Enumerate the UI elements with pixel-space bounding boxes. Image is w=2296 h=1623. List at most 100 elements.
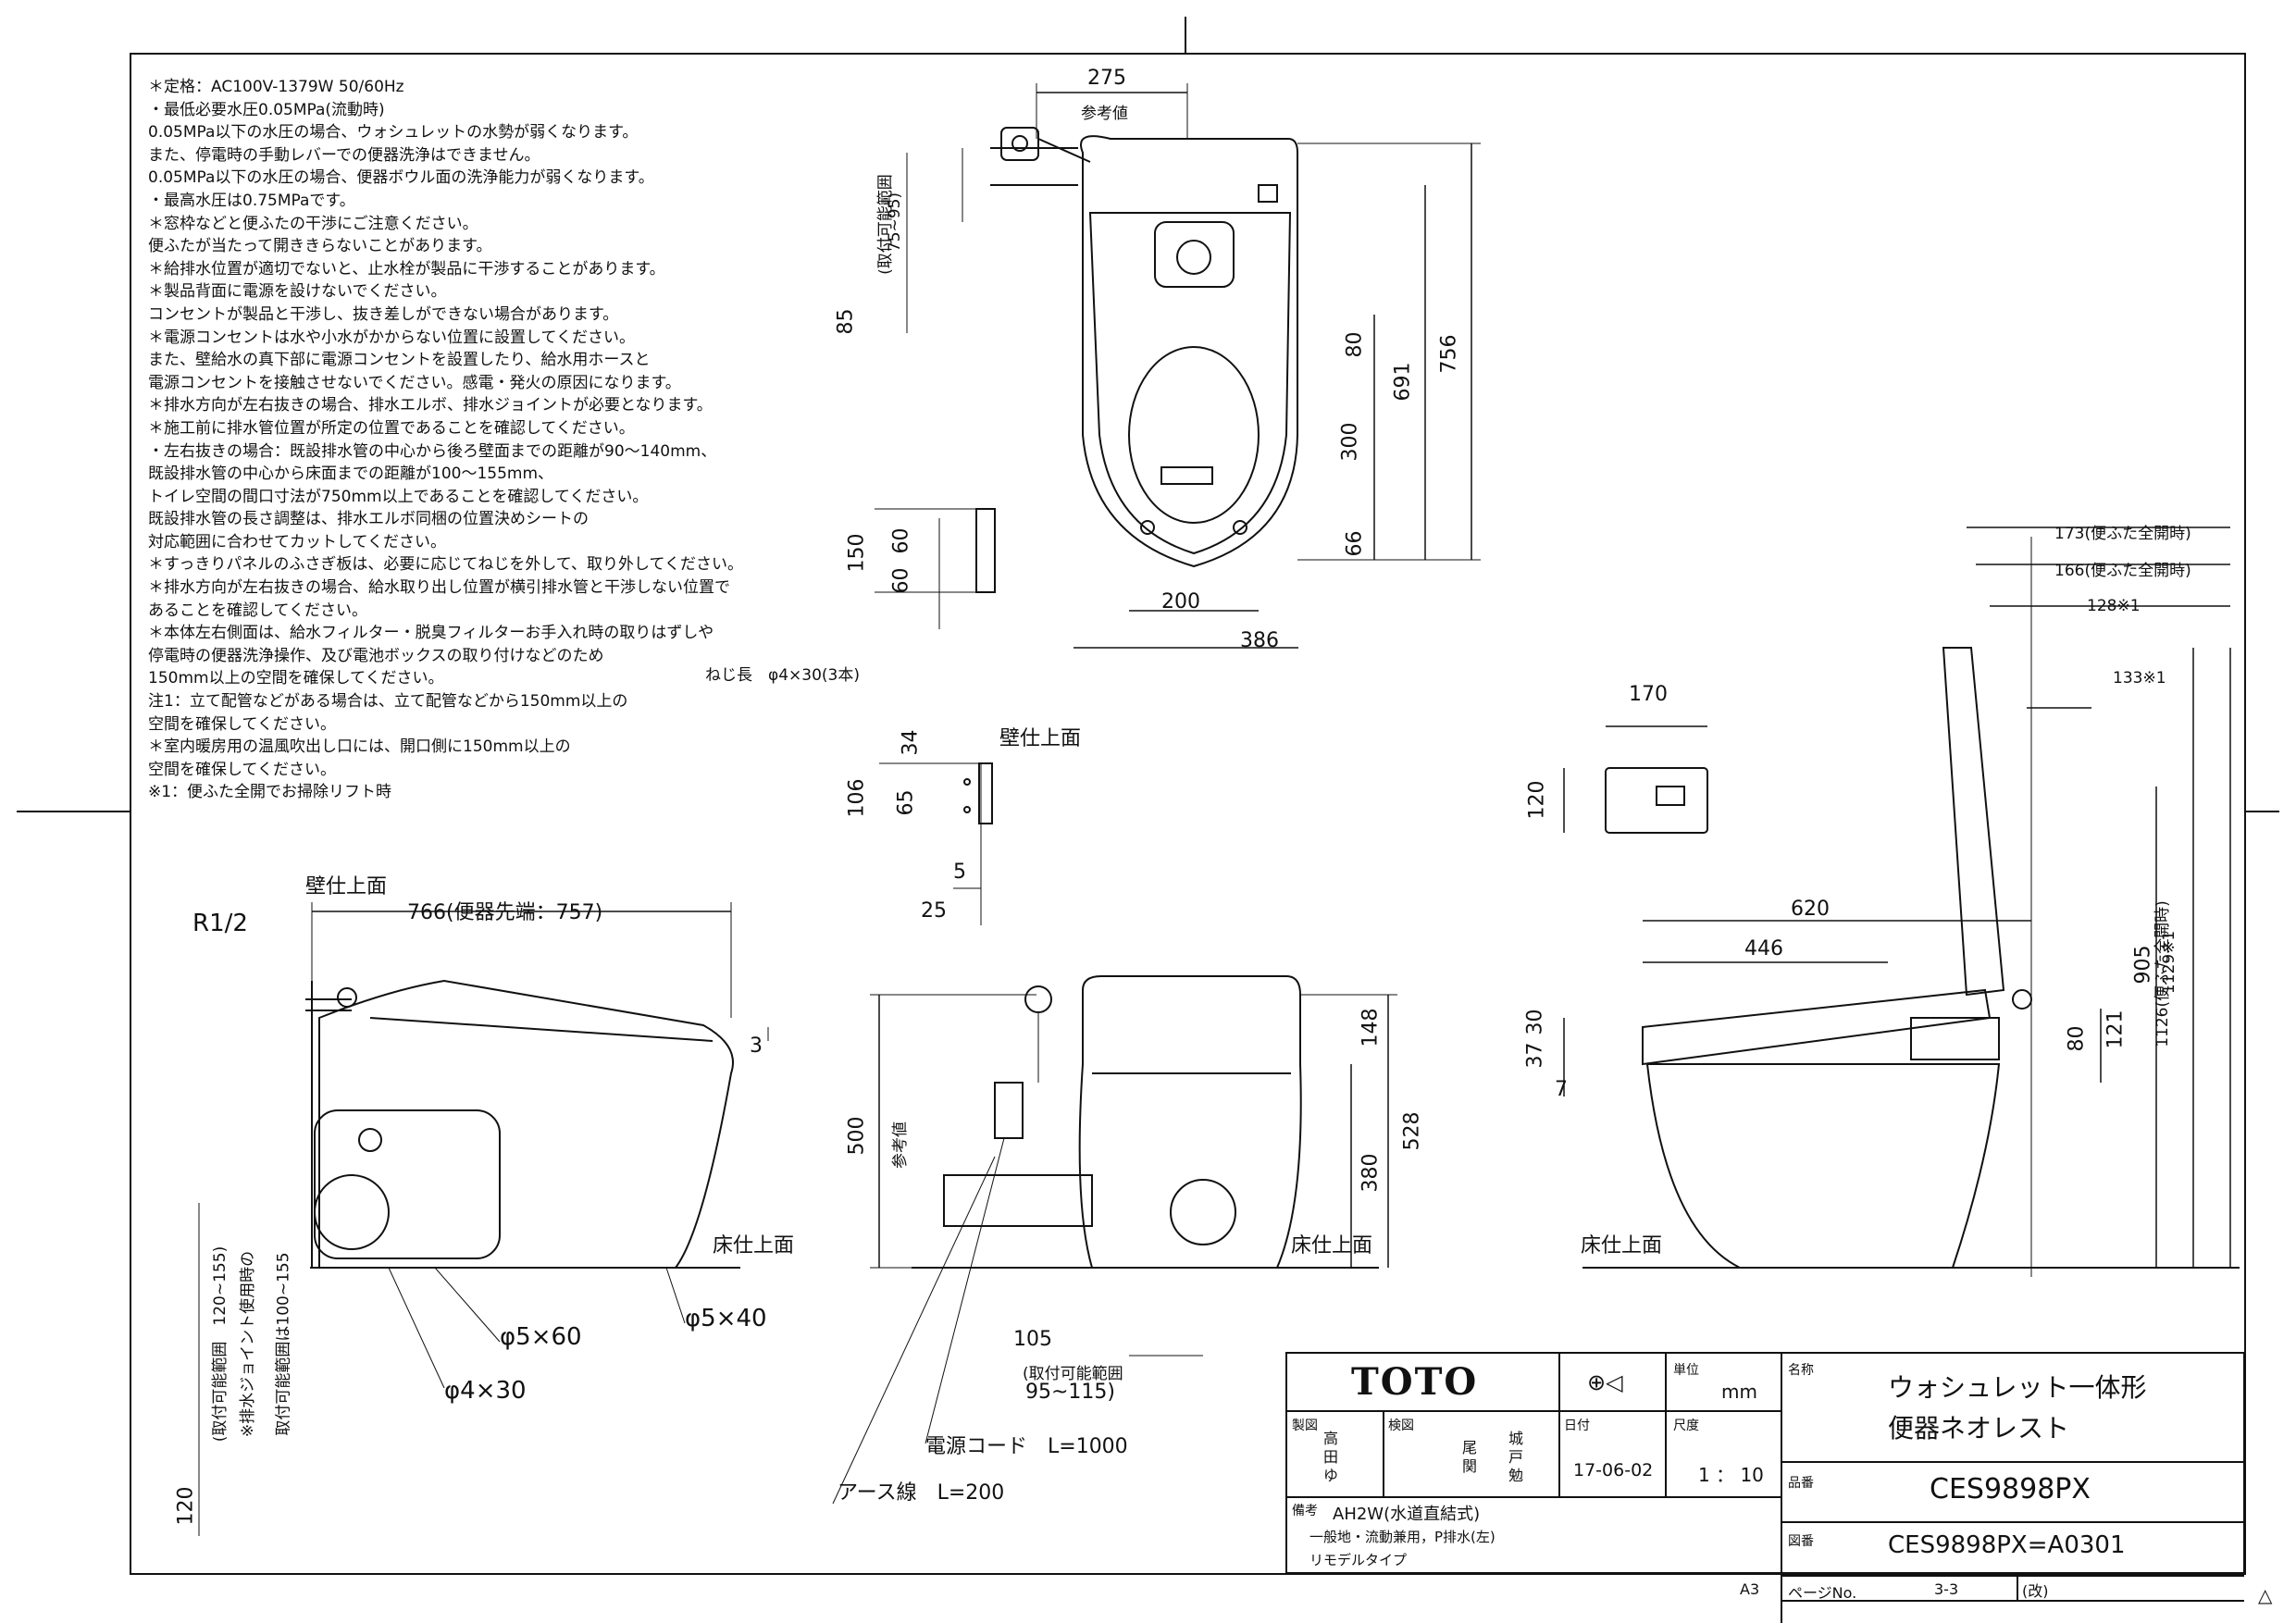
date-value: 17-06-02 xyxy=(1573,1460,1654,1481)
floor-label-left: 床仕上面 xyxy=(713,1234,795,1258)
dim-34: 34 xyxy=(899,729,923,756)
remarks-line2: 一般地・流動兼用，P排水(左) xyxy=(1309,1529,1496,1545)
dim-691: 691 xyxy=(1391,362,1415,402)
projection-symbol-icon: ⊕◁ xyxy=(1587,1369,1623,1395)
wall-plate-top xyxy=(875,508,996,925)
note-line: ＊排水方向が左右抜きの場合、排水エルボ、排水ジョイントが必要となります。 xyxy=(148,396,713,415)
joint-note: ※排水ジョイント使用時の xyxy=(239,1250,258,1438)
note-line: 既設排水管の長さ調整は、排水エルボ同梱の位置決めシートの xyxy=(148,510,589,529)
earth-wire-label: アース線 L=200 xyxy=(838,1481,1005,1505)
drawn-names: 高 田 ゆ xyxy=(1323,1430,1339,1484)
note-line: 既設排水管の中心から床面までの距離が100～155mm、 xyxy=(148,465,554,484)
note-line: トイレ空間の間口寸法が750mm以上であることを確認してください。 xyxy=(148,487,649,506)
page-label: ページNo. xyxy=(1788,1584,1857,1602)
check-names-1: 尾 関 xyxy=(1462,1439,1478,1475)
dim-170: 170 xyxy=(1629,683,1668,706)
dim-766: 766(便器先端：757) xyxy=(407,901,603,924)
part-label: 品番 xyxy=(1788,1476,1814,1491)
remarks-line1: AH2W(水道直結式) xyxy=(1333,1505,1481,1524)
note-line: ＊排水方向が左右抜きの場合、給水取り出し位置が横引排水管と干渉しない位置で xyxy=(148,578,730,598)
unit-label: 単位 xyxy=(1673,1363,1699,1378)
ref-value-label: 参考値 xyxy=(1081,105,1128,123)
note-line: 空間を確保してください。 xyxy=(148,760,336,779)
r12-label: R1/2 xyxy=(192,910,248,937)
front-view xyxy=(832,975,1397,1505)
dim-85: 85 xyxy=(834,308,858,335)
note-line: ＊定格：AC100V-1379W 50/60Hz xyxy=(148,78,404,96)
drawing-label: 図番 xyxy=(1788,1534,1814,1549)
dim-66: 66 xyxy=(1343,530,1367,557)
note-line: 対応範囲に合わせてカットしてください。 xyxy=(148,532,446,551)
dim-105: 105 xyxy=(1013,1328,1052,1351)
name-line1: ウォシュレット一体形 xyxy=(1888,1372,2147,1403)
dim-30: 30 xyxy=(1523,1009,1547,1035)
note-line: ＊窓枠などと便ふたの干渉にご注意ください。 xyxy=(148,214,478,233)
note-line: ＊施工前に排水管位置が所定の位置であることを確認してください。 xyxy=(148,418,635,438)
range-120-155: (取付可能範囲 120~155) xyxy=(211,1245,230,1443)
notes-block: ＊定格：AC100V-1379W 50/60Hz ・最低必要水圧0.05MPa(流… xyxy=(148,76,743,804)
check-names-2: 城 戸 勉 xyxy=(1508,1430,1524,1484)
drawn-label: 製図 xyxy=(1292,1419,1318,1433)
right-side-view xyxy=(1563,527,2240,1277)
dim-528: 528 xyxy=(1400,1111,1424,1151)
note-line: 電源コンセントを接触させないでください。感電・発火の原因になります。 xyxy=(148,373,681,392)
left-side-view xyxy=(198,902,769,1536)
dim-166: 166(便ふた全開時) xyxy=(2054,562,2191,580)
scale-label: 尺度 xyxy=(1673,1419,1699,1433)
page-value: 3-3 xyxy=(1934,1580,1959,1598)
note-line: あることを確認してください。 xyxy=(148,601,367,620)
note-line: ＊すっきりパネルのふさぎ板は、必要に応じてねじを外して、取り外してください。 xyxy=(148,555,743,575)
note-line: コンセントが製品と干渉し、抜き差しができない場合があります。 xyxy=(148,304,619,324)
note-line: 空間を確保してください。 xyxy=(148,714,336,734)
dim-80: 80 xyxy=(1343,331,1367,358)
revision-label: (改) xyxy=(2022,1582,2049,1600)
dim-620: 620 xyxy=(1791,898,1830,921)
dim-1129: 1129※1 xyxy=(2160,930,2179,995)
date-label: 日付 xyxy=(1564,1419,1590,1433)
wall-label-side: 壁仕上面 xyxy=(305,875,388,898)
corner-triangle-icon: △ xyxy=(2258,1584,2273,1606)
dim-5: 5 xyxy=(953,861,966,884)
phi4x30-label: φ4×30 xyxy=(444,1377,527,1405)
dim-386: 386 xyxy=(1240,629,1279,652)
dim-300: 300 xyxy=(1338,422,1362,462)
note-line: ・最低必要水圧0.05MPa(流動時) xyxy=(148,100,385,119)
remarks-label: 備考 xyxy=(1292,1504,1318,1518)
dim-25: 25 xyxy=(921,899,947,923)
scale-value: 1 ： 10 xyxy=(1698,1464,1764,1486)
note-line: また、壁給水の真下部に電源コンセントを設置したり、給水用ホースと xyxy=(148,351,651,370)
note-line: 停電時の便器洗浄操作、及び電池ボックスの取り付けなどのため xyxy=(148,646,604,665)
dim-120-left: 120 xyxy=(174,1486,198,1526)
note-line: ・最高水圧は0.75MPaです。 xyxy=(148,191,355,210)
dim-3: 3 xyxy=(750,1035,763,1058)
dim-80-right: 80 xyxy=(2065,1025,2089,1052)
note-line: また、停電時の手動レバーでの便器洗浄はできません。 xyxy=(148,145,540,165)
note-line: ・左右抜きの場合：既設排水管の中心から後ろ壁面までの距離が90～140mm、 xyxy=(148,441,717,461)
dim-60b: 60 xyxy=(889,567,913,594)
dim-65: 65 xyxy=(894,789,918,816)
dim-106: 106 xyxy=(845,778,869,818)
drawing-frame xyxy=(130,53,2246,1575)
dim-37: 37 xyxy=(1523,1042,1547,1069)
dim-133: 133※1 xyxy=(2113,669,2166,688)
dim-500: 500 xyxy=(845,1116,869,1156)
note-line: 150mm以上の空間を確保してください。 xyxy=(148,669,444,688)
note-line: ※1：便ふた全開でお掃除リフト時 xyxy=(148,783,392,802)
dim-150: 150 xyxy=(845,533,869,573)
note-line: ＊本体左右側面は、給水フィルター・脱臭フィルターお手入れ時の取りはずしや xyxy=(148,624,714,643)
dim-446: 446 xyxy=(1744,937,1783,960)
range-75-95: 75~95) xyxy=(886,192,905,253)
sheet-size: A3 xyxy=(1740,1580,1760,1598)
dim-60a: 60 xyxy=(889,527,913,554)
note-line: ＊室内暖房用の温風吹出し口には、開口側に150mm以上の xyxy=(148,737,571,757)
dim-756: 756 xyxy=(1437,334,1461,374)
phi5x40-label: φ5×40 xyxy=(685,1305,767,1332)
dim-7: 7 xyxy=(1555,1078,1568,1101)
dim-148: 148 xyxy=(1359,1008,1383,1047)
note-line: 注1：立て配管などがある場合は、立て配管などから150mm以上の xyxy=(148,692,628,712)
power-cord-label: 電源コード L=1000 xyxy=(925,1435,1128,1458)
note-line: ＊製品背面に電源を設けないでください。 xyxy=(148,282,447,302)
joint-range: 取付可能範囲は100~155 xyxy=(274,1252,293,1436)
note-line: 0.05MPa以下の水圧の場合、ウォシュレットの水勢が弱くなります。 xyxy=(148,123,639,142)
name-line2: 便器ネオレスト xyxy=(1888,1413,2070,1443)
